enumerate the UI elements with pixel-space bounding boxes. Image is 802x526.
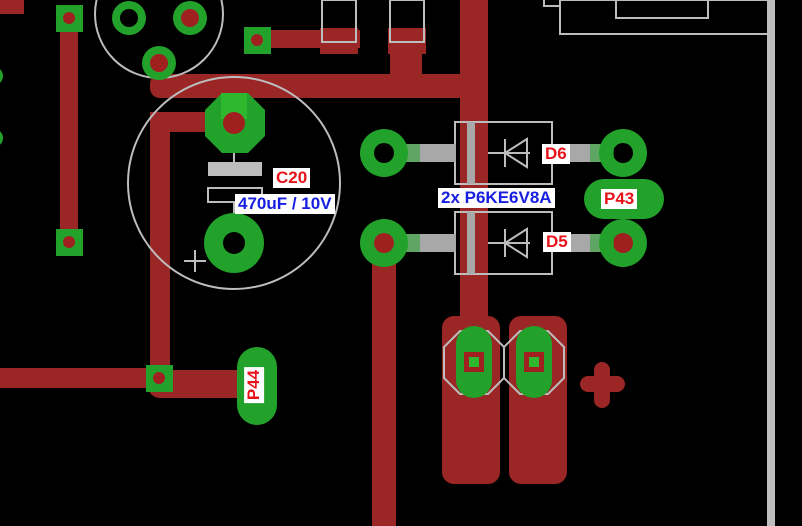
connector-pad-2 [173, 1, 207, 35]
d5-band [467, 212, 475, 274]
via-left-bottom [56, 229, 83, 256]
d5-pad-right [599, 219, 647, 267]
trace-top-horizontal [150, 74, 480, 98]
c20-outline [127, 76, 341, 290]
edge-pad-1 [0, 69, 3, 83]
pad-outline-octagon-right [503, 330, 565, 395]
c20-designator: C20 [273, 168, 311, 188]
trace-bottom-horizontal [148, 370, 256, 398]
p43-designator: P43 [601, 189, 638, 209]
smd-pad-left [456, 326, 492, 398]
d6-symbol [488, 137, 530, 169]
trace-top-left-stub [0, 0, 24, 14]
trace-left-vertical [60, 10, 78, 246]
via-top-left [56, 5, 83, 32]
component-outline-top-right [543, 0, 561, 7]
via-bottom [146, 365, 173, 392]
d6-lead-mask-left [396, 144, 420, 162]
d5-lead-mask-left [396, 234, 420, 252]
pad-outline-octagon-left [443, 330, 505, 395]
via-top-center [244, 27, 271, 54]
d5-lead-mask-right [590, 234, 614, 252]
pads-layer [0, 1, 664, 425]
edge-pad-2 [0, 131, 3, 145]
c20-value-label: 470uF / 10V [235, 194, 335, 214]
c20-plate-top [208, 162, 262, 176]
diodes-value-label: 2x P6KE6V8A [438, 188, 555, 208]
connector-pad-3 [142, 46, 176, 80]
d5-pad-left [360, 219, 408, 267]
plus-mark-icon [184, 250, 206, 272]
trace-left-horizontal [0, 368, 165, 388]
trace-cap-vertical [150, 112, 170, 392]
d5-symbol [488, 227, 530, 259]
board-edge [767, 0, 775, 526]
smd-top-a-outline [321, 0, 357, 43]
c20-pad-round [204, 213, 264, 273]
cross-marker-icon [580, 362, 625, 408]
d6-pad-left [360, 129, 408, 177]
d6-lead-mask-right [590, 144, 614, 162]
component-inner-top-right [615, 0, 709, 19]
silkscreen-layer [94, 0, 771, 395]
c20-pad-square [205, 93, 265, 153]
trace-d5-vertical [372, 240, 396, 526]
d6-designator: D6 [542, 144, 570, 164]
d6-pad-right [599, 129, 647, 177]
d5-designator: D5 [543, 232, 571, 252]
smd-top-b-outline [389, 0, 425, 43]
connector-pad-1 [112, 1, 146, 35]
copper-traces [0, 0, 567, 526]
d6-band [467, 122, 475, 184]
p44-designator: P44 [244, 366, 265, 404]
smd-pad-right [516, 326, 552, 398]
